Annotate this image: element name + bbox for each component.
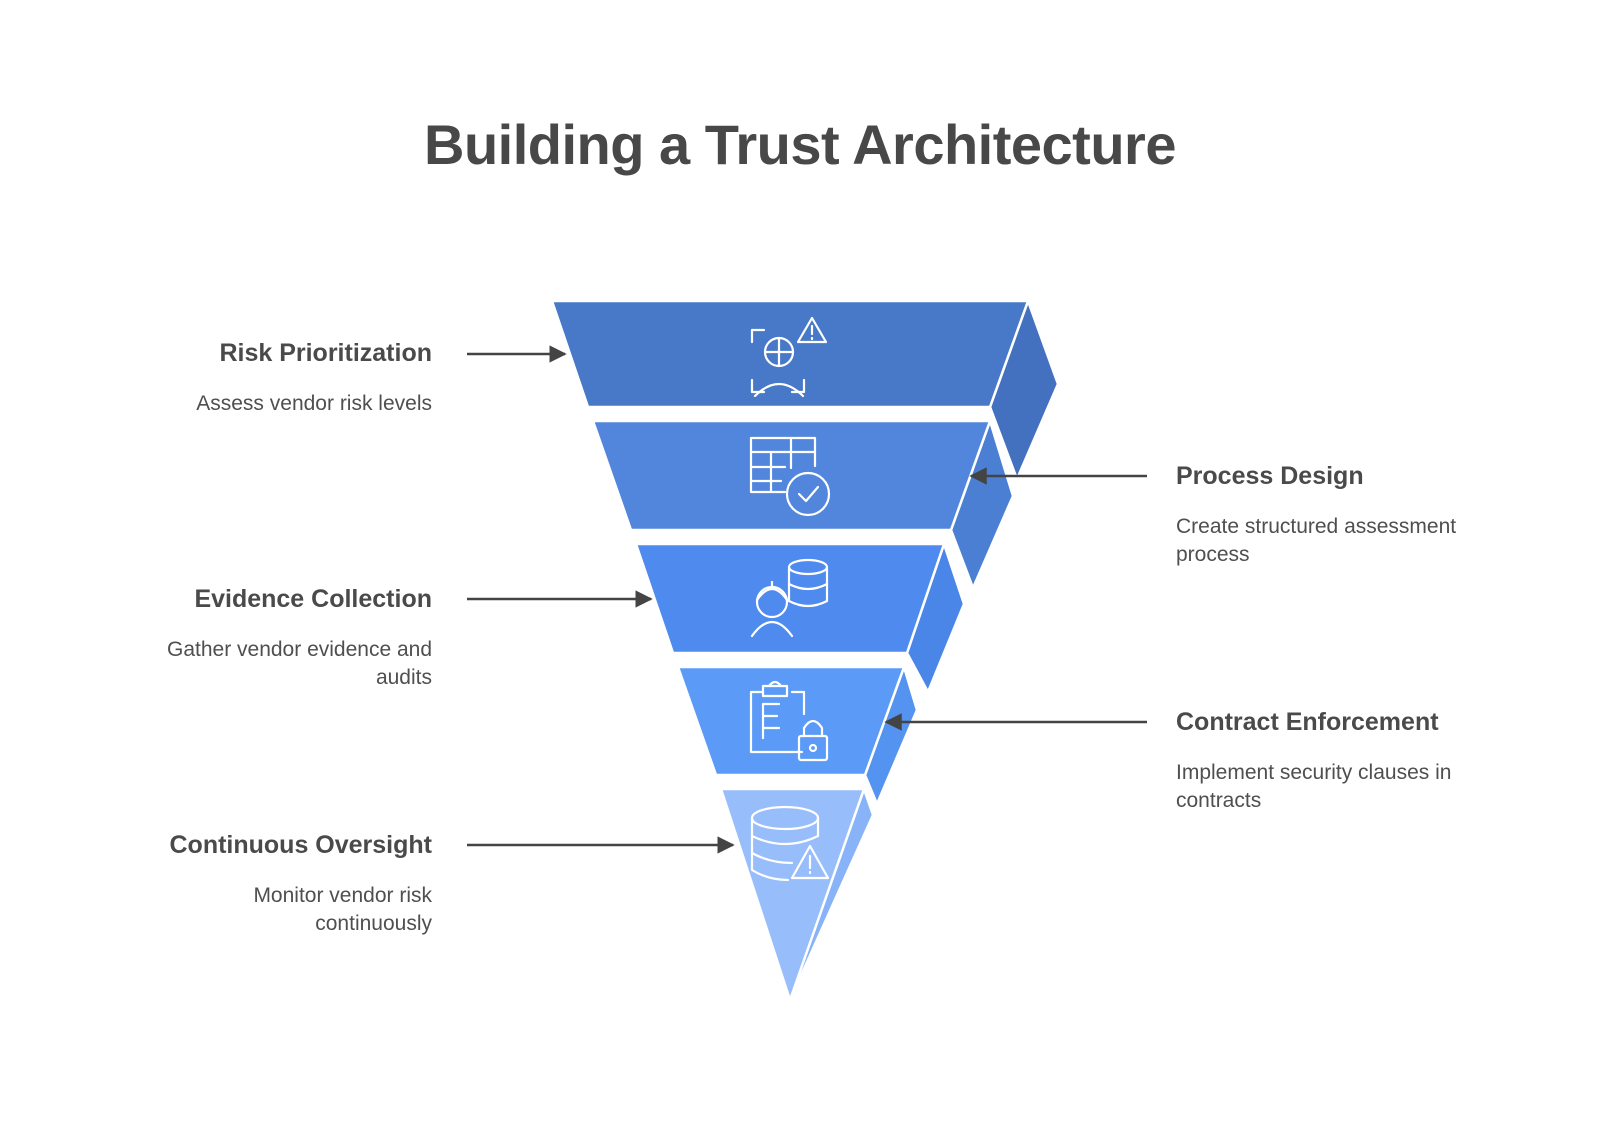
- level-title: Evidence Collection: [194, 585, 432, 613]
- level-front-face: [591, 419, 992, 532]
- level-risk-prioritization: [550, 297, 1060, 483]
- label-risk-prioritization: Risk Prioritization Assess vendor risk l…: [52, 338, 432, 418]
- clipboard-lock-icon: [749, 680, 829, 762]
- level-front-face: [719, 787, 866, 1004]
- level-contract-enforcement: [676, 663, 919, 808]
- level-description: Create structured assessment process: [1176, 515, 1457, 566]
- label-continuous-oversight: Continuous Oversight Monitor vendor risk…: [52, 830, 433, 938]
- level-continuous-oversight: [719, 785, 875, 1004]
- level-title: Continuous Oversight: [169, 831, 433, 859]
- diagram-title: Building a Trust Architecture: [424, 113, 1176, 176]
- risk-analysis-icon: [750, 316, 828, 398]
- level-title: Process Design: [1176, 462, 1364, 490]
- table-check-icon: [749, 436, 831, 517]
- label-contract-enforcement: Contract Enforcement Implement security …: [1176, 707, 1556, 815]
- level-title: Contract Enforcement: [1176, 708, 1439, 736]
- level-description: Gather vendor evidence and audits: [166, 638, 432, 689]
- level-description: Implement security clauses in contracts: [1176, 761, 1452, 812]
- level-description: Monitor vendor risk continuously: [253, 884, 432, 935]
- level-evidence-collection: [634, 540, 966, 695]
- level-front-face: [676, 665, 906, 777]
- level-title: Risk Prioritization: [219, 339, 432, 367]
- worker-database-icon: [750, 558, 829, 638]
- level-description: Assess vendor risk levels: [196, 392, 432, 415]
- level-process-design: [591, 417, 1015, 592]
- label-process-design: Process Design Create structured assessm…: [1176, 461, 1556, 569]
- database-warning-icon: [750, 805, 830, 882]
- level-front-face: [550, 299, 1030, 409]
- label-evidence-collection: Evidence Collection Gather vendor eviden…: [52, 584, 432, 692]
